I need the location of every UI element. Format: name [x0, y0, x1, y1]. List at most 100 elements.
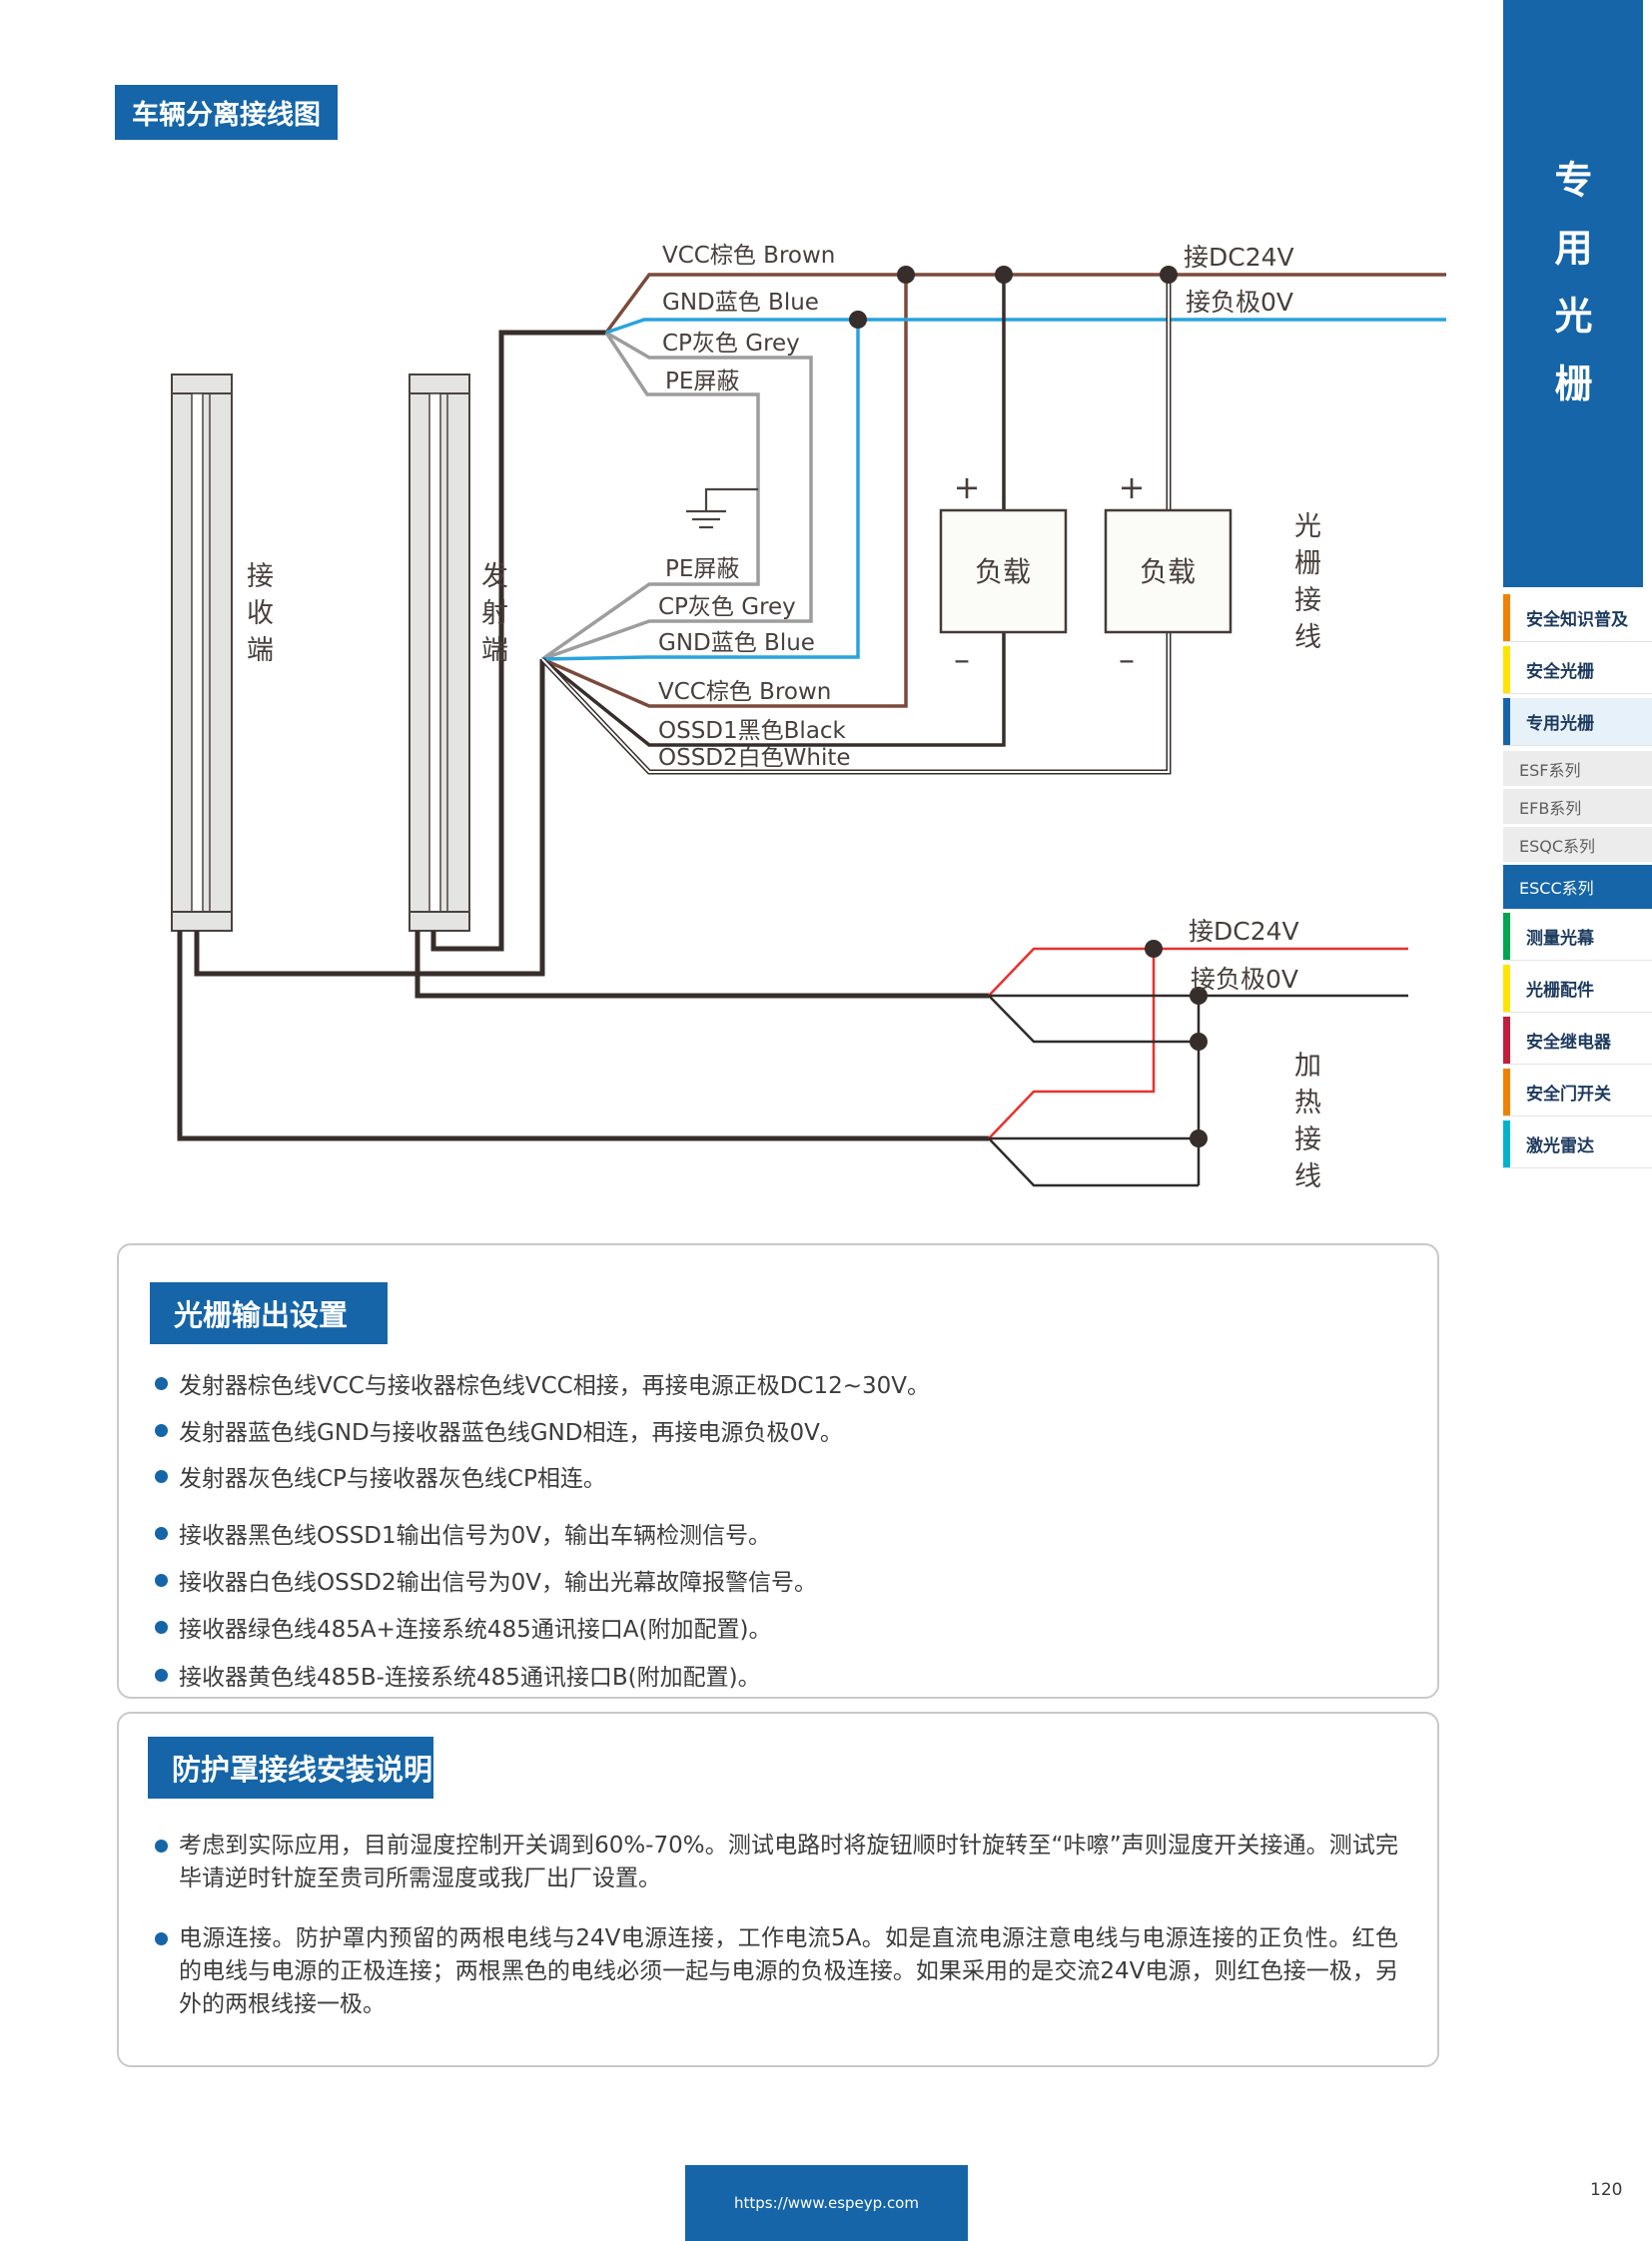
- page-title: 车辆分离接线图: [115, 85, 338, 140]
- accent-bar: [1503, 1017, 1510, 1064]
- sidebar-item-label: 安全继电器: [1526, 1033, 1611, 1053]
- bullet-text: 接收器绿色线485A+连接系统485通讯接口A(附加配置)。: [179, 1617, 772, 1643]
- accent-bar: [1503, 965, 1510, 1012]
- sidebar-item-laser-radar[interactable]: 激光雷达: [1503, 1120, 1652, 1168]
- sidebar-item-measuring-curtain[interactable]: 测量光幕: [1503, 913, 1652, 961]
- heater-wiring: [988, 940, 1408, 1187]
- load1-label: 负载: [975, 555, 1031, 588]
- sidebar-vertical-title: 专用光栅: [1548, 160, 1592, 431]
- bullet-icon: [155, 1932, 168, 1945]
- heater-red-bottom: [988, 949, 1156, 1139]
- sidebar-item-esqc-series[interactable]: ESQC系列: [1503, 827, 1652, 862]
- sidebar-item-label: EFB系列: [1519, 798, 1582, 818]
- transmitter-cable: [430, 330, 606, 952]
- sidebar-item-safety-grating[interactable]: 安全光栅: [1503, 646, 1652, 694]
- heater-black-branch1: [988, 995, 1199, 1044]
- receiver-tower: [171, 374, 233, 932]
- wire-label-cp-bottom: CP灰色 Grey: [658, 594, 796, 620]
- wiring-diagram: 负载 负载 + + – – VCC棕色 Brown GND蓝色 Blue CP灰…: [171, 243, 1446, 1187]
- list-item: 考虑到实际应用，目前湿度控制开关调到60%-70%。测试电路时将旋钮顺时针旋转至…: [155, 1830, 1398, 1895]
- bullet-icon: [155, 1469, 168, 1483]
- sidebar-item-label: 光栅配件: [1526, 981, 1594, 1001]
- accent-bar: [1503, 1069, 1510, 1116]
- junction-dot: [1190, 1129, 1208, 1147]
- wire-label-vcc-bottom: VCC棕色 Brown: [658, 679, 831, 705]
- bullet-text: 电源连接。防护罩内预留的两根电线与24V电源连接，工作电流5A。如是直流电源注意…: [179, 1925, 1398, 2017]
- accent-bar: [1503, 646, 1510, 693]
- wire-label-gnd-top: GND蓝色 Blue: [662, 290, 819, 316]
- receiver-label: 接收端: [242, 561, 273, 672]
- junction-dot: [849, 311, 867, 329]
- sidebar-item-label: 激光雷达: [1526, 1136, 1594, 1156]
- receiver-cable: [194, 659, 545, 977]
- sidebar-item-label: ESF系列: [1519, 760, 1581, 780]
- sidebar-band: [1503, 0, 1643, 587]
- list-item: 接收器黑色线OSSD1输出信号为0V，输出车辆检测信号。: [155, 1516, 1423, 1550]
- section-heading-output-settings: 光栅输出设置: [150, 1282, 388, 1344]
- load-box-1: [939, 508, 1068, 634]
- ground-icon: [686, 487, 758, 529]
- list-item: 发射器灰色线CP与接收器灰色线CP相连。: [155, 1459, 1423, 1493]
- junction-dot: [1160, 266, 1178, 284]
- minus-sign: –: [954, 640, 970, 678]
- list-item: 接收器绿色线485A+连接系统485通讯接口A(附加配置)。: [155, 1610, 1423, 1644]
- wire-gnd-top: [605, 318, 1446, 335]
- sidebar-item-special-grating[interactable]: 专用光栅: [1503, 698, 1652, 746]
- power-labels: 接DC24V 接负极0V 接DC24V 接负极0V: [1184, 243, 1299, 994]
- minus-sign: –: [1119, 640, 1135, 678]
- wire-labels: VCC棕色 Brown GND蓝色 Blue CP灰色 Grey PE屏蔽 PE…: [658, 243, 851, 771]
- accent-bar: [1503, 1120, 1510, 1167]
- sidebar-item-label: 安全门开关: [1526, 1085, 1611, 1105]
- label-dc24v-heater: 接DC24V: [1189, 917, 1299, 946]
- accent-bar: [1503, 594, 1510, 641]
- bullet-icon: [155, 1526, 168, 1540]
- load2-label: 负载: [1140, 555, 1196, 588]
- load-box-2: [1104, 508, 1233, 634]
- bullet-icon: [155, 1620, 168, 1634]
- bullet-icon: [155, 1573, 168, 1587]
- wire-ossd1: [540, 632, 1006, 747]
- junction-dot: [1145, 940, 1163, 958]
- sidebar-item-escc-series[interactable]: ESCC系列: [1503, 865, 1652, 909]
- bullet-icon: [155, 1376, 168, 1390]
- transmitter-tower: [409, 374, 470, 932]
- sidebar-item-efb-series[interactable]: EFB系列: [1503, 789, 1652, 824]
- sidebar-item-safety-knowledge[interactable]: 安全知识普及: [1503, 594, 1652, 642]
- junction-dot: [1190, 1033, 1208, 1051]
- wire-label-ossd1: OSSD1黑色Black: [658, 718, 847, 744]
- wire-label-gnd-bottom: GND蓝色 Blue: [658, 630, 815, 656]
- wire-label-cp-top: CP灰色 Grey: [662, 331, 800, 357]
- bullet-text: 发射器棕色线VCC与接收器棕色线VCC相接，再接电源正极DC12~30V。: [179, 1373, 931, 1399]
- wire-cp: [541, 331, 813, 661]
- list-item: 发射器棕色线VCC与接收器棕色线VCC相接，再接电源正极DC12~30V。: [155, 1366, 1423, 1400]
- plus-sign: +: [954, 468, 981, 506]
- sidebar-item-safety-relay[interactable]: 安全继电器: [1503, 1017, 1652, 1065]
- wire-vcc-top: [604, 273, 1446, 335]
- list-item: 接收器黄色线485B-连接系统485通讯接口B(附加配置)。: [155, 1658, 1423, 1692]
- junction-dot: [995, 266, 1013, 284]
- page-number: 120: [1590, 2180, 1623, 2200]
- sidebar-item-grating-accessories[interactable]: 光栅配件: [1503, 965, 1652, 1013]
- junction-dot: [1190, 987, 1208, 1005]
- label-0v-heater: 接负极0V: [1191, 965, 1298, 994]
- sidebar-item-label: 测量光幕: [1526, 929, 1594, 949]
- list-item: 电源连接。防护罩内预留的两根电线与24V电源连接，工作电流5A。如是直流电源注意…: [155, 1922, 1398, 2021]
- receiver-heater-cable: [177, 931, 989, 1141]
- bullet-text: 发射器灰色线CP与接收器灰色线CP相连。: [179, 1466, 606, 1492]
- sidebar-item-safety-door-switch[interactable]: 安全门开关: [1503, 1069, 1652, 1117]
- wire-label-pe-bottom: PE屏蔽: [665, 556, 739, 582]
- transmitter-label: 发射端: [476, 561, 507, 672]
- bullet-text: 接收器白色线OSSD2输出信号为0V，输出光幕故障报警信号。: [179, 1570, 818, 1596]
- bullet-text: 接收器黑色线OSSD1输出信号为0V，输出车辆检测信号。: [179, 1523, 772, 1549]
- footer-banner: https://www.espeyp.com: [685, 2165, 968, 2241]
- label-dc24v-top: 接DC24V: [1184, 243, 1294, 272]
- sidebar-item-label: ESQC系列: [1519, 836, 1596, 856]
- list-item: 发射器蓝色线GND与接收器蓝色线GND相连，再接电源负极0V。: [155, 1413, 1423, 1447]
- junction-dot: [897, 266, 915, 284]
- section-heading-shield-install: 防护罩接线安装说明: [148, 1737, 433, 1799]
- sidebar-item-esf-series[interactable]: ESF系列: [1503, 751, 1652, 786]
- footer-url[interactable]: https://www.espeyp.com: [734, 2194, 919, 2212]
- bullet-icon: [155, 1840, 168, 1853]
- wire-label-ossd2: OSSD2白色White: [658, 745, 851, 771]
